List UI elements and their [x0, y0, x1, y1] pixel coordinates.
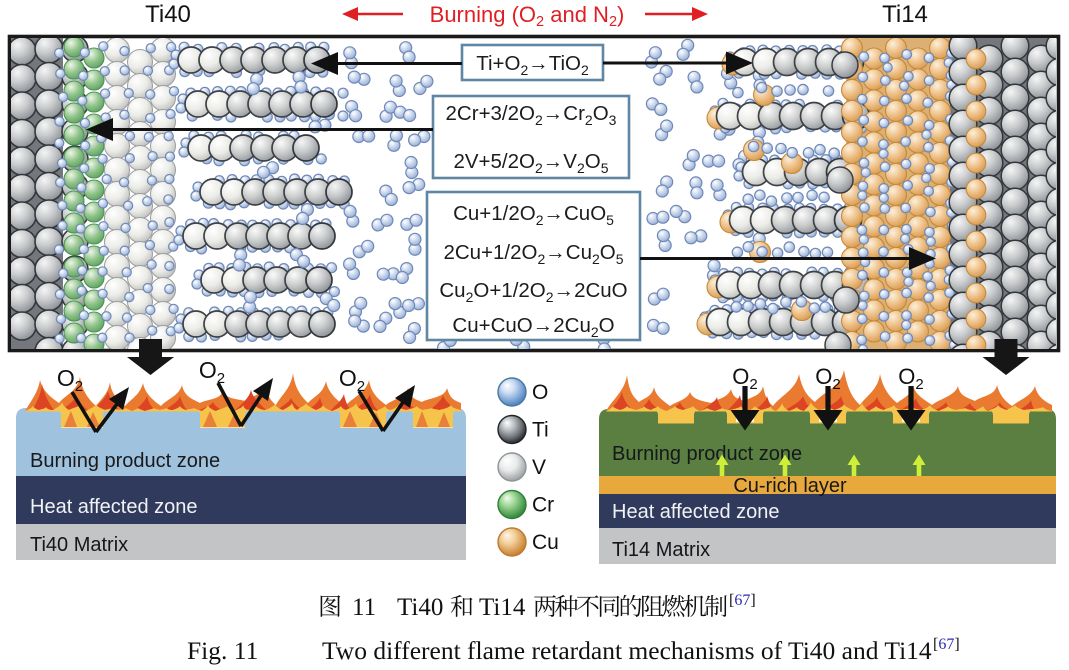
svg-text:Ti+O2→TiO2: Ti+O2→TiO2 [476, 52, 589, 78]
svg-text:Ti14: Ti14 [479, 594, 526, 621]
svg-text:Cu+CuO→2Cu2O: Cu+CuO→2Cu2O [452, 314, 614, 340]
svg-text:Two different flame retardant: Two different flame retardant mechanisms… [322, 636, 932, 665]
svg-text:Cr: Cr [532, 494, 554, 517]
svg-text:Cu: Cu [532, 531, 559, 554]
svg-text:Ti40: Ti40 [397, 594, 443, 621]
svg-text:2V+5/2O2→V2O5: 2V+5/2O2→V2O5 [453, 150, 608, 176]
svg-text:Fig. 11: Fig. 11 [187, 636, 258, 665]
svg-text:V: V [532, 456, 546, 479]
svg-text:Burning product zone: Burning product zone [612, 443, 802, 465]
svg-text:Ti40 Matrix: Ti40 Matrix [30, 534, 128, 556]
svg-text:Cu-rich layer: Cu-rich layer [733, 475, 847, 497]
svg-text:Cu+1/2O2→CuO5: Cu+1/2O2→CuO5 [453, 202, 614, 228]
svg-text:Burning (O2 and N2): Burning (O2 and N2) [430, 2, 625, 30]
svg-text:Ti14 Matrix: Ti14 Matrix [612, 539, 710, 561]
svg-text:Heat affected zone: Heat affected zone [612, 501, 780, 523]
svg-text:Burning product zone: Burning product zone [30, 450, 220, 472]
svg-text:O: O [532, 381, 548, 404]
svg-text:Ti14: Ti14 [882, 1, 928, 28]
svg-text:O2: O2 [339, 365, 365, 395]
svg-text:Ti: Ti [532, 419, 549, 442]
svg-text:[67]: [67] [729, 592, 756, 609]
svg-text:O2: O2 [199, 357, 225, 387]
svg-text:Heat affected zone: Heat affected zone [30, 496, 198, 518]
svg-text:O2: O2 [57, 365, 83, 395]
svg-text:11: 11 [352, 594, 376, 621]
svg-text:[67]: [67] [933, 636, 960, 653]
svg-text:Ti40: Ti40 [145, 1, 191, 28]
